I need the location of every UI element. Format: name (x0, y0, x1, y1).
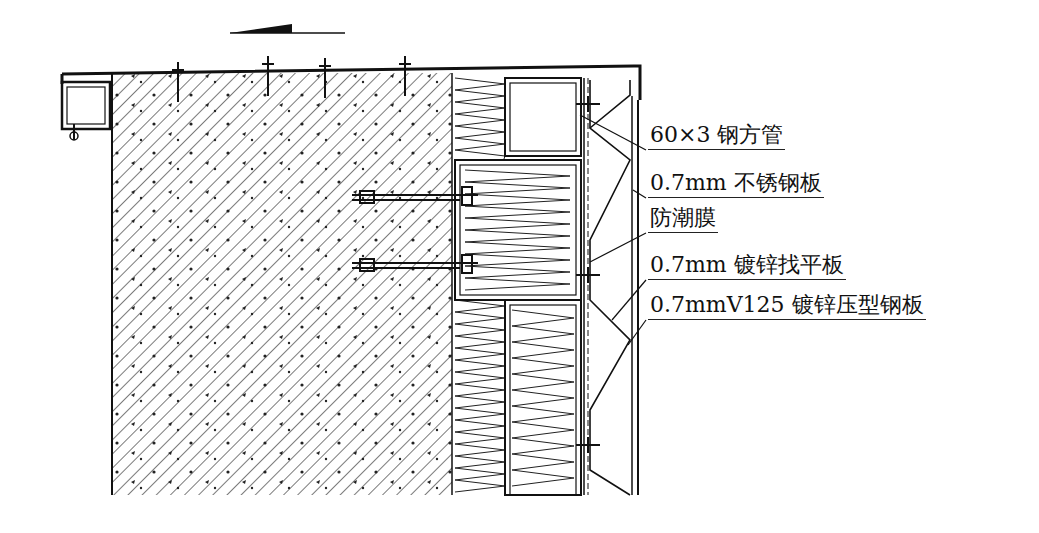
part-label: 0.7mmV125 镀锌压型钢板 (648, 292, 926, 320)
part-label: 0.7mm 不锈钢板 (648, 170, 824, 198)
part-label: 0.7mm 镀锌找平板 (648, 252, 846, 280)
part-label: 60×3 钢方管 (648, 122, 785, 150)
part-label: 防潮膜 (648, 205, 718, 233)
